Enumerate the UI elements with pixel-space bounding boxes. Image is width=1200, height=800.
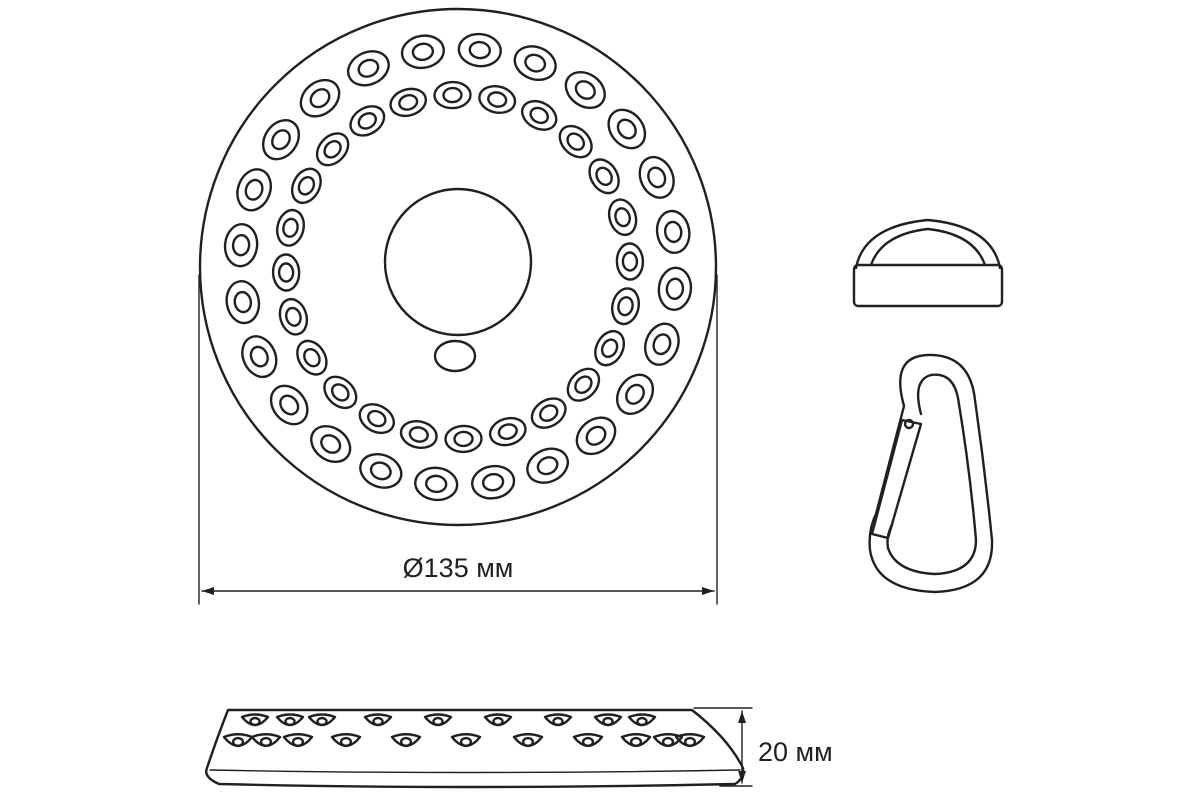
led-lens-outer: [261, 119, 301, 161]
height-label: 20 мм: [758, 737, 833, 767]
led-lens-inner: [323, 375, 358, 410]
led-lens-outer: [223, 223, 259, 268]
side-led-lens: [423, 713, 453, 727]
led-lens-outer: [615, 373, 655, 415]
led-lens-outer: [607, 108, 647, 150]
led-lens-inner: [399, 419, 438, 450]
led-lens-outer: [241, 335, 278, 379]
led-lens-outer: [236, 168, 273, 212]
diameter-dimension: Ø135 мм: [198, 274, 718, 605]
side-led-lens: [652, 733, 684, 748]
side-led-lens: [250, 733, 282, 748]
led-lens-inner: [278, 297, 309, 336]
side-led-lens: [282, 733, 314, 748]
led-outer-ring: [223, 32, 693, 502]
side-led-lens: [450, 733, 482, 748]
side-led-lens: [572, 733, 604, 748]
led-lens-inner: [296, 339, 328, 376]
led-lens-inner: [358, 403, 396, 435]
led-lens-inner: [444, 424, 483, 454]
led-lens-inner: [349, 105, 386, 137]
led-lens-inner: [389, 87, 428, 118]
side-led-lens: [620, 733, 652, 748]
side-led-lens: [307, 713, 337, 727]
led-lens-outer: [526, 447, 570, 484]
led-lens-inner: [315, 132, 350, 167]
led-lens-inner: [530, 397, 567, 429]
led-lens-outer: [564, 70, 606, 110]
led-lens-inner: [520, 99, 558, 131]
side-led-lens: [593, 713, 623, 727]
carabiner: [868, 353, 994, 594]
led-lens-inner: [615, 242, 645, 281]
led-lens-inner: [607, 198, 638, 237]
led-lens-outer: [225, 280, 261, 325]
led-lens-inner: [566, 367, 601, 402]
led-lens-outer: [299, 78, 341, 118]
side-led-lens: [222, 733, 254, 748]
side-led-lens: [674, 733, 706, 748]
led-lens-inner: [478, 84, 517, 115]
side-led-lens: [390, 733, 422, 748]
side-led-lens: [363, 713, 393, 727]
led-lens-outer: [657, 266, 693, 311]
lamp-top-view: [198, 7, 718, 527]
led-lens-outer: [310, 424, 352, 464]
led-lens-outer: [513, 45, 557, 82]
side-led-lens: [627, 713, 657, 727]
side-led-lens: [240, 713, 270, 727]
led-lens-inner: [433, 80, 472, 110]
led-lens-outer: [457, 32, 502, 68]
led-lens-inner: [588, 158, 620, 195]
side-led-lens: [483, 713, 513, 727]
led-lens-outer: [346, 50, 390, 87]
center-button: [383, 187, 533, 337]
light-sensor: [433, 339, 477, 373]
diameter-label: Ø135 мм: [403, 553, 514, 583]
led-lens-outer: [638, 155, 675, 199]
led-lens-outer: [400, 34, 445, 70]
led-lens-inner: [271, 253, 301, 292]
led-lens-outer: [471, 464, 516, 500]
led-lens-inner: [610, 287, 641, 326]
lamp-side-view: [205, 708, 745, 789]
led-lens-outer: [655, 209, 691, 254]
side-led-lens: [275, 713, 305, 727]
led-lens-outer: [269, 384, 309, 426]
led-lens-outer: [414, 466, 459, 502]
led-lens-inner: [275, 208, 306, 247]
led-lens-outer: [359, 452, 403, 489]
led-lens-inner: [558, 124, 593, 159]
led-inner-ring: [271, 80, 645, 454]
side-led-lens: [543, 713, 573, 727]
led-lens-inner: [290, 167, 322, 205]
hanging-hook: [852, 218, 1004, 308]
height-dimension: 20 мм: [693, 707, 833, 787]
led-lens-outer: [575, 416, 617, 456]
side-leds: [222, 713, 706, 748]
side-profile: [205, 708, 745, 789]
side-led-lens: [512, 733, 544, 748]
led-lens-outer: [643, 322, 680, 366]
led-lens-inner: [488, 416, 527, 447]
lamp-outline: [198, 7, 718, 527]
led-lens-inner: [594, 329, 626, 367]
side-led-lens: [330, 733, 362, 748]
